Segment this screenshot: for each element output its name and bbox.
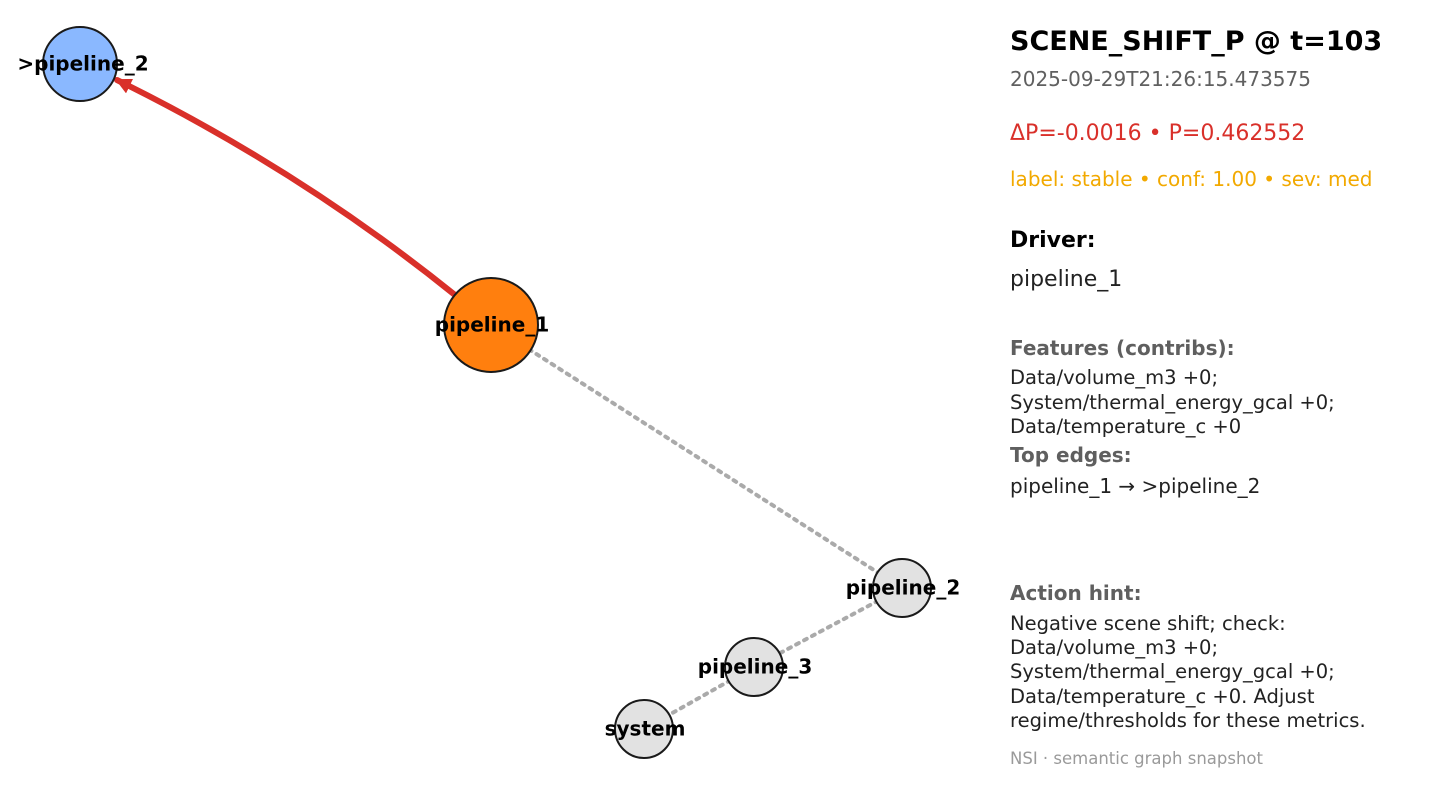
features-heading: Features (contribs): xyxy=(1010,336,1235,360)
action-hint-heading: Action hint: xyxy=(1010,581,1142,605)
label-line: label: stable • conf: 1.00 • sev: med xyxy=(1010,167,1373,191)
node-circle xyxy=(724,637,784,697)
footer-caption: NSI · semantic graph snapshot xyxy=(1010,749,1263,768)
feature-item: Data/volume_m3 +0; xyxy=(1010,366,1219,389)
feature-item: System/thermal_energy_gcal +0; xyxy=(1010,390,1335,414)
info-panel: SCENE_SHIFT_P @ t=103 2025-09-29T21:26:1… xyxy=(1010,0,1425,800)
node-p2[interactable]: pipeline_2 xyxy=(846,558,960,618)
top-edges-heading: Top edges: xyxy=(1010,443,1132,467)
driver-heading: Driver: xyxy=(1010,228,1096,253)
node-target[interactable]: >pipeline_2 xyxy=(17,26,149,102)
panel-title: SCENE_SHIFT_P @ t=103 xyxy=(1010,26,1383,57)
node-label: >pipeline_2 xyxy=(17,52,148,76)
node-label: pipeline_3 xyxy=(698,655,812,679)
node-system[interactable]: system xyxy=(605,699,686,759)
node-label: pipeline_1 xyxy=(435,313,549,337)
node-circle xyxy=(443,277,539,373)
delta-line: ΔP=-0.0016 • P=0.462552 xyxy=(1010,121,1306,146)
semantic-graph: >pipeline_2 pipeline_1 pipeline_2 pipeline_… xyxy=(17,26,960,759)
timestamp: 2025-09-29T21:26:15.473575 xyxy=(1010,67,1311,91)
edge-driver-target xyxy=(114,77,458,298)
features-list: Data/volume_m3 +0; System/thermal_energy… xyxy=(1010,366,1335,440)
feature-item: Data/temperature_c +0 xyxy=(1010,415,1242,438)
node-label: system xyxy=(605,717,686,741)
node-circle xyxy=(42,26,118,102)
node-driver[interactable]: pipeline_1 xyxy=(435,277,549,373)
node-p3[interactable]: pipeline_3 xyxy=(698,637,812,697)
node-circle xyxy=(614,699,674,759)
action-hint-text: Negative scene shift; check: Data/volume… xyxy=(1010,612,1366,732)
node-circle xyxy=(872,558,932,618)
edge-driver-p2 xyxy=(489,323,904,590)
top-edges-value: pipeline_1 → >pipeline_2 xyxy=(1010,474,1261,498)
node-label: pipeline_2 xyxy=(846,576,960,600)
driver-value: pipeline_1 xyxy=(1010,267,1123,292)
